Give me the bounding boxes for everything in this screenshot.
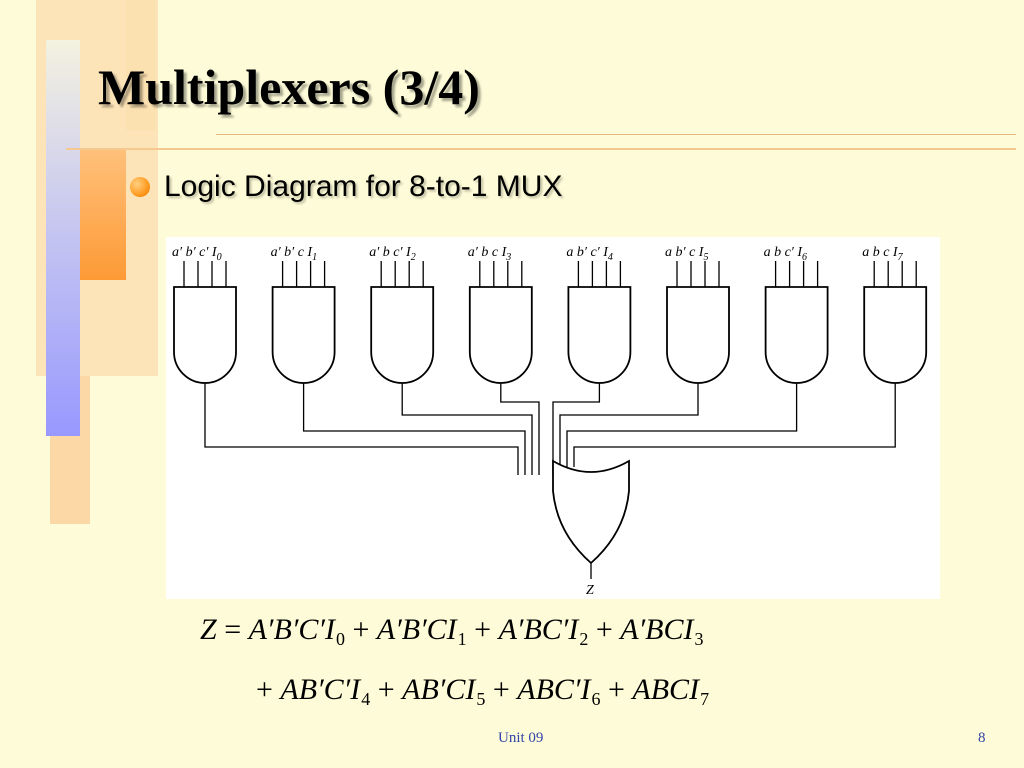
and-gate-4	[567, 286, 632, 384]
footer-unit: Unit 09	[498, 730, 544, 746]
wire-gate-2	[401, 383, 533, 475]
gate-0-input-labels: a′ b′ c′ I0	[172, 245, 222, 263]
title-divider-lower	[66, 148, 1016, 150]
equation-term: ABC′I6	[517, 673, 601, 709]
wire-gate-3	[500, 383, 540, 475]
equals-sign: =	[216, 613, 249, 646]
plus-operator: +	[344, 613, 377, 646]
gate-1-input-labels: a′ b′ c I1	[271, 245, 318, 263]
bullet-item: Logic Diagram for 8-to-1 MUX	[130, 170, 562, 204]
plus-operator: +	[485, 673, 518, 706]
equation-term: ABCI7	[632, 673, 710, 709]
wire-gate-5	[559, 383, 699, 475]
equation-term: A′B′C′I0	[248, 613, 345, 649]
deco-strip-blue	[46, 40, 80, 436]
equation-term: A′BC′I2	[498, 613, 589, 649]
equation-term: A′BCI3	[620, 613, 704, 649]
and-gate-2	[370, 286, 435, 384]
and-gate-0	[173, 286, 237, 384]
plus-operator: +	[466, 613, 499, 646]
and-gate-6	[764, 286, 829, 384]
equation-line-1: Z = A′B′C′I0 + A′B′CI1 + A′BC′I2 + A′BCI…	[200, 613, 704, 650]
gate-5-input-labels: a b′ c I5	[665, 245, 708, 263]
and-gate-7	[863, 286, 928, 384]
or-gate	[552, 459, 630, 565]
mux-diagram-svg: a′ b′ c′ I0 a′ b′ c I1 a′ b c′ I2 a′ b c I3…	[172, 245, 928, 598]
plus-operator: +	[370, 673, 403, 706]
equation-term: A′B′CI1	[376, 613, 467, 649]
wire-gate-1	[302, 383, 526, 475]
plus-operator: +	[256, 673, 281, 706]
equation-line-2: + AB′C′I4 + AB′CI5 + ABC′I6 + ABCI7	[256, 673, 709, 710]
plus-operator: +	[600, 673, 633, 706]
deco-strip-light-orange-2	[126, 0, 156, 130]
title-divider	[216, 134, 1016, 135]
wire-gate-7	[573, 383, 896, 467]
wire-gate-0	[204, 383, 519, 475]
gate-2-input-labels: a′ b c′ I2	[369, 245, 416, 263]
bullet-dot-icon	[130, 177, 150, 197]
slide-title: Multiplexers (3/4)	[98, 59, 480, 115]
gate-4-input-labels: a b′ c′ I4	[566, 245, 613, 263]
bullet-text: Logic Diagram for 8-to-1 MUX	[164, 170, 563, 203]
plus-operator: +	[588, 613, 621, 646]
wire-gate-4	[552, 383, 601, 475]
wire-gate-6	[566, 383, 798, 475]
equation-lhs: Z	[200, 613, 217, 646]
equation-term: AB′CI5	[402, 673, 486, 709]
footer-page-number: 8	[978, 730, 986, 746]
gate-6-input-labels: a b c′ I6	[764, 245, 807, 263]
and-gate-3	[468, 286, 533, 384]
mux-logic-diagram: a′ b′ c′ I0 a′ b′ c I1 a′ b c′ I2 a′ b c I3…	[166, 237, 940, 599]
and-gate-5	[666, 286, 730, 384]
equation-term: AB′C′I4	[280, 673, 371, 709]
gate-7-input-labels: a b c I7	[862, 245, 903, 263]
gate-3-input-labels: a′ b c I3	[468, 245, 511, 263]
and-gate-1	[271, 286, 336, 384]
output-label-z: Z	[586, 583, 594, 598]
